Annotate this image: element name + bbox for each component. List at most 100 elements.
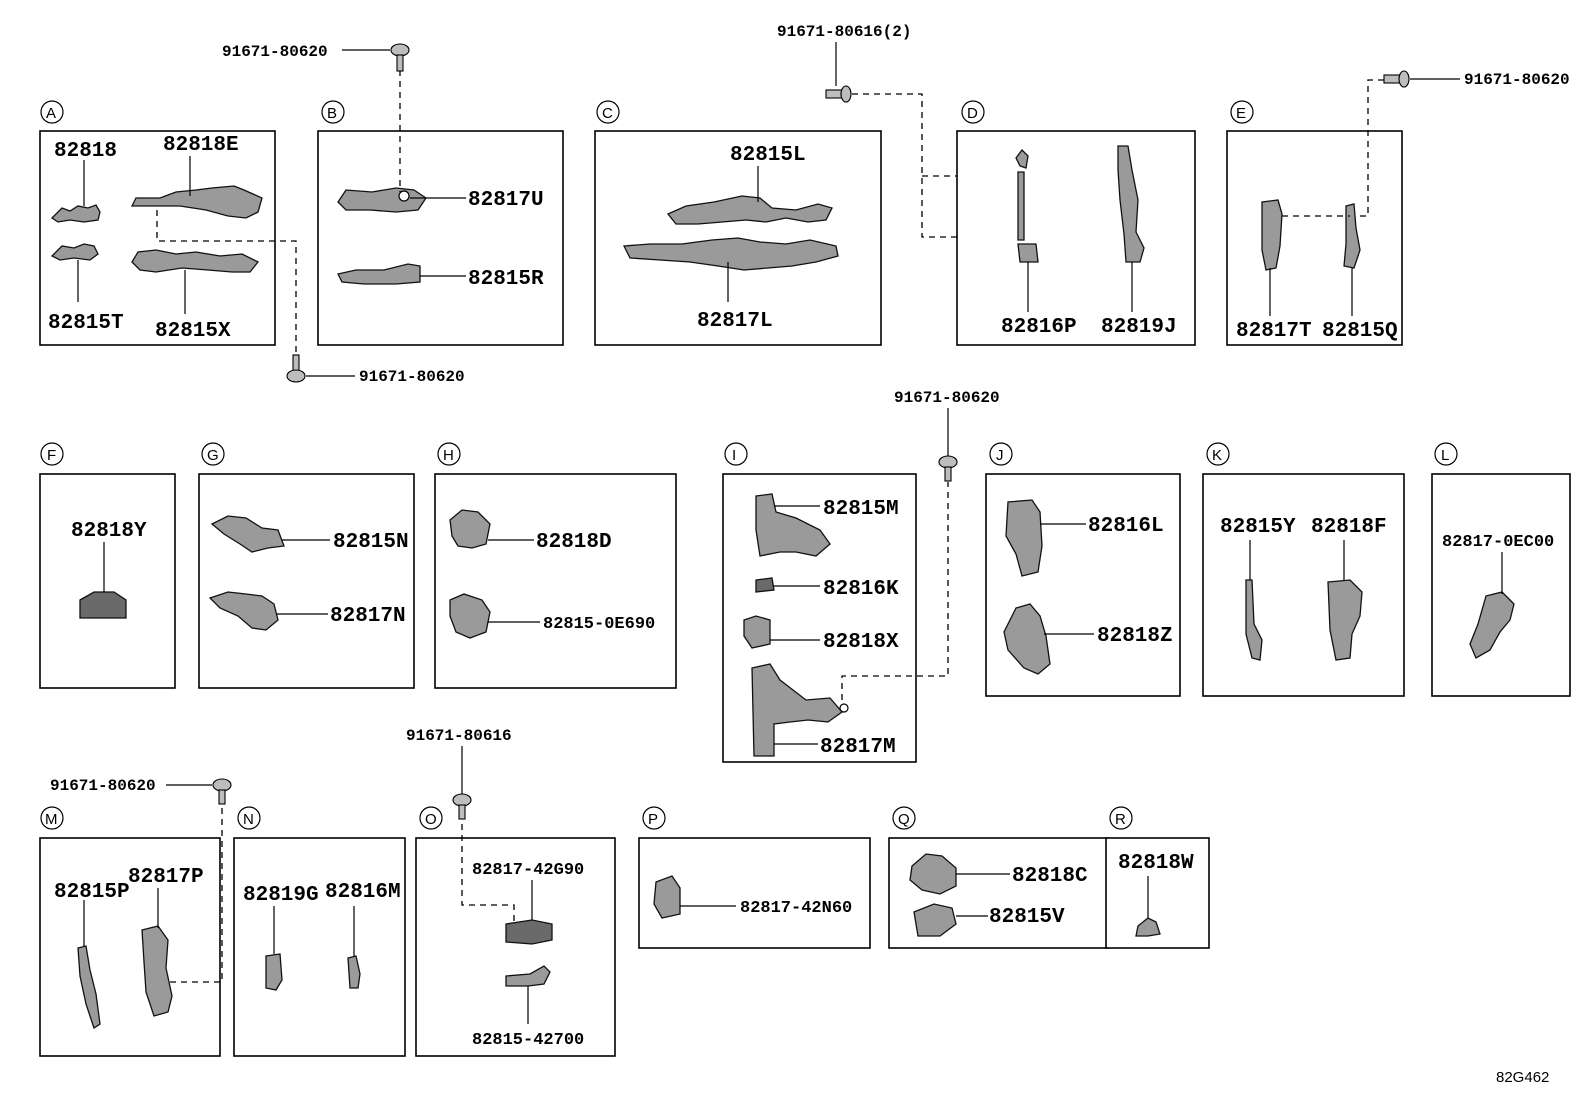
part-label-82815p: 82815P — [54, 881, 130, 904]
part-shape-82817m — [751, 663, 843, 757]
group-letter-e: E — [1236, 105, 1246, 122]
group-n: N 82819G 82816M — [233, 806, 406, 1057]
group-marker-b — [321, 100, 345, 124]
group-marker-l — [1434, 442, 1458, 466]
group-b: B 82817U 82815R — [317, 70, 564, 346]
fastener-dashed-link-a — [156, 210, 297, 368]
bolt-i-top: 91671-80620 — [894, 389, 1000, 482]
group-marker-c — [596, 100, 620, 124]
group-marker-r — [1109, 806, 1133, 830]
group-box-n — [233, 837, 406, 1057]
part-label-82815x: 82815X — [155, 320, 231, 343]
group-letter-i: I — [732, 447, 736, 464]
part-label-82815t: 82815T — [48, 312, 124, 335]
part-shape-82818f — [1327, 579, 1363, 661]
group-box-o — [415, 837, 616, 1057]
bolt-icon — [1383, 74, 1401, 84]
part-label-82818w: 82818W — [1118, 852, 1194, 875]
group-box-d — [956, 130, 1196, 346]
part-shape-82815-0e690 — [449, 593, 491, 639]
part-shape-82817-0ec00 — [1469, 591, 1515, 659]
part-label-82817m: 82817M — [820, 736, 896, 759]
group-marker-d — [961, 100, 985, 124]
part-shape-82815q — [1343, 203, 1361, 269]
bolt-label-o: 91671-80616 — [406, 727, 512, 745]
group-letter-a: A — [46, 105, 56, 122]
bolt-head-icon — [286, 369, 306, 383]
group-letter-g: G — [207, 447, 219, 464]
group-letter-f: F — [47, 447, 56, 464]
bolt-label-b: 91671-80620 — [222, 43, 328, 61]
group-letter-k: K — [1212, 447, 1222, 464]
group-marker-h — [437, 442, 461, 466]
part-shape-82818c — [909, 853, 957, 895]
part-shape-82816k — [755, 577, 775, 593]
part-label-82817l: 82817L — [697, 310, 773, 333]
part-shape-82817-42g90 — [505, 919, 553, 945]
group-box-f — [39, 473, 176, 689]
group-letter-r: R — [1115, 811, 1126, 828]
part-label-82816m: 82816M — [325, 881, 401, 904]
part-shape-82818e — [130, 185, 263, 219]
part-shape-82816l — [1005, 499, 1043, 577]
bolt-label-a: 91671-80620 — [359, 368, 465, 386]
bolt-e-top: 91671-80620 — [1383, 70, 1570, 89]
part-label-82815r: 82815R — [468, 268, 544, 291]
fastener-dashed-link-i — [841, 482, 949, 700]
part-label-82818x: 82818X — [823, 631, 899, 654]
group-letter-m: M — [45, 811, 58, 828]
bolt-label-e: 91671-80620 — [1464, 71, 1570, 89]
diagram-code: 82G462 — [1496, 1069, 1549, 1086]
group-c: C 82815L 82817L — [594, 100, 882, 346]
part-label-82815-42700: 82815-42700 — [472, 1031, 584, 1050]
part-label-82817t: 82817T — [1236, 320, 1312, 343]
part-label-82819g: 82819G — [243, 884, 319, 907]
group-letter-j: J — [996, 447, 1004, 464]
group-j: J 82816L 82818Z — [985, 442, 1181, 697]
group-r: R 82818W — [1105, 806, 1210, 949]
group-d: D 82816P 82819J — [956, 100, 1196, 346]
part-label-82819j: 82819J — [1101, 316, 1177, 339]
bolt-label-d: 91671-80616(2) — [777, 23, 911, 41]
part-label-82817-42n60: 82817-42N60 — [740, 899, 852, 918]
part-shape-82815p — [77, 945, 101, 1030]
bolt-icon — [944, 466, 952, 482]
part-label-82816p: 82816P — [1001, 316, 1077, 339]
part-shape-82818 — [50, 204, 101, 223]
group-marker-p — [642, 806, 666, 830]
bolt-label-i: 91671-80620 — [894, 389, 1000, 407]
group-m: M 82815P 82817P — [39, 806, 223, 1057]
group-marker-e — [1230, 100, 1254, 124]
part-shape-82815x — [131, 249, 260, 273]
group-marker-a — [40, 100, 64, 124]
bolt-icon — [218, 789, 226, 805]
bolt-b-top: 91671-80620 — [222, 43, 410, 72]
group-i: I 82815M 82816K 82818X 82817M — [722, 442, 949, 763]
part-shape-82816p-top — [1015, 149, 1029, 169]
group-marker-f — [40, 442, 64, 466]
group-letter-p: P — [648, 811, 658, 828]
part-label-82817u: 82817U — [468, 189, 544, 212]
part-shape-82817l — [622, 237, 839, 271]
part-shape-82817n — [208, 591, 279, 631]
part-label-82815-0e690: 82815-0E690 — [543, 615, 655, 634]
group-letter-c: C — [602, 105, 613, 122]
bolt-icon — [396, 54, 404, 72]
group-marker-i — [724, 442, 748, 466]
part-label-82817-42g90: 82817-42G90 — [472, 861, 584, 880]
part-label-82818c: 82818C — [1012, 865, 1088, 888]
part-shape-82818x — [743, 615, 771, 649]
group-o: O 82817-42G90 82815-42700 — [415, 806, 616, 1057]
part-shape-82818z — [1003, 603, 1051, 675]
part-shape-82815y — [1245, 579, 1263, 661]
fastener-dashed-link-e2 — [1360, 79, 1390, 217]
bolt-a-bottom: 91671-80620 — [286, 354, 465, 386]
part-label-82818f: 82818F — [1311, 516, 1387, 539]
group-g: G 82815N 82817N — [198, 442, 415, 689]
part-label-82815l: 82815L — [730, 144, 806, 167]
part-label-82818e: 82818E — [163, 134, 239, 157]
group-marker-k — [1206, 442, 1230, 466]
bolt-head-icon — [452, 793, 472, 807]
part-shape-82815n — [210, 515, 285, 553]
